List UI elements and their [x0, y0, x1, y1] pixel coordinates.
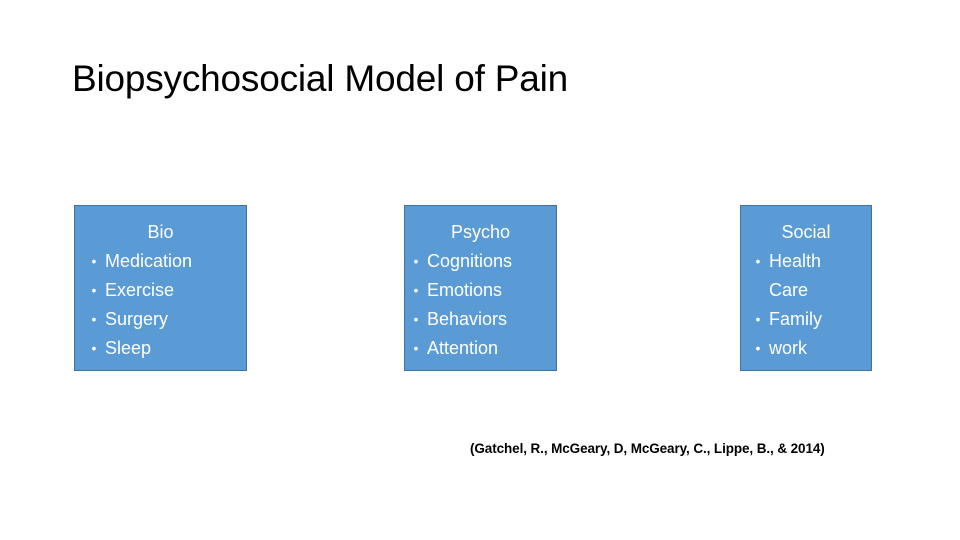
list-item: • Exercise: [75, 276, 246, 305]
list-item-label: work: [769, 338, 808, 358]
bullet-icon: •: [91, 311, 97, 327]
list-item-label: Care: [769, 280, 809, 300]
concept-box-social[interactable]: Social • Health • Care • Family • work: [740, 205, 872, 371]
list-item: • Emotions: [405, 276, 556, 305]
list-item-label: Surgery: [105, 309, 169, 329]
bullet-icon: •: [91, 340, 97, 356]
list-item: • work: [741, 334, 871, 363]
bullet-icon: •: [91, 253, 97, 269]
list-item: • Cognitions: [405, 247, 556, 276]
list-item-label: Emotions: [427, 280, 503, 300]
bullet-icon: •: [755, 311, 761, 327]
bullet-icon: •: [413, 282, 419, 298]
list-item: • Surgery: [75, 305, 246, 334]
bullet-list-social: • Health • Care • Family • work: [741, 247, 871, 363]
list-item: • Medication: [75, 247, 246, 276]
list-item-label: Behaviors: [427, 309, 508, 329]
list-item-label: Health: [769, 251, 822, 271]
concept-box-bio[interactable]: Bio • Medication • Exercise • Surgery • …: [74, 205, 247, 371]
bullet-icon: •: [413, 253, 419, 269]
list-item-label: Exercise: [105, 280, 175, 300]
page-title: Biopsychosocial Model of Pain: [72, 58, 569, 99]
bullet-list-psycho: • Cognitions • Emotions • Behaviors • At…: [405, 247, 556, 363]
bullet-icon: •: [413, 340, 419, 356]
bullet-icon: •: [755, 340, 761, 356]
source-citation: (Gatchel, R., McGeary, D, McGeary, C., L…: [470, 441, 825, 456]
concept-box-psycho[interactable]: Psycho • Cognitions • Emotions • Behavio…: [404, 205, 557, 371]
bullet-icon: •: [91, 282, 97, 298]
list-item: • Family: [741, 305, 871, 334]
list-item-wrap: • Care: [741, 276, 871, 305]
list-item: • Health: [741, 247, 871, 276]
list-item-label: Medication: [105, 251, 193, 271]
box-heading-psycho: Psycho: [450, 222, 511, 242]
box-heading-bio: Bio: [147, 222, 174, 242]
bullet-icon: •: [755, 253, 761, 269]
box-heading-social: Social: [781, 222, 831, 242]
list-item: • Behaviors: [405, 305, 556, 334]
bullet-list-bio: • Medication • Exercise • Surgery • Slee…: [75, 247, 246, 363]
list-item-label: Attention: [427, 338, 499, 358]
list-item: • Sleep: [75, 334, 246, 363]
list-item-label: Family: [769, 309, 822, 329]
bullet-icon: •: [413, 311, 419, 327]
list-item-label: Sleep: [105, 338, 152, 358]
list-item: • Attention: [405, 334, 556, 363]
list-item-label: Cognitions: [427, 251, 513, 271]
